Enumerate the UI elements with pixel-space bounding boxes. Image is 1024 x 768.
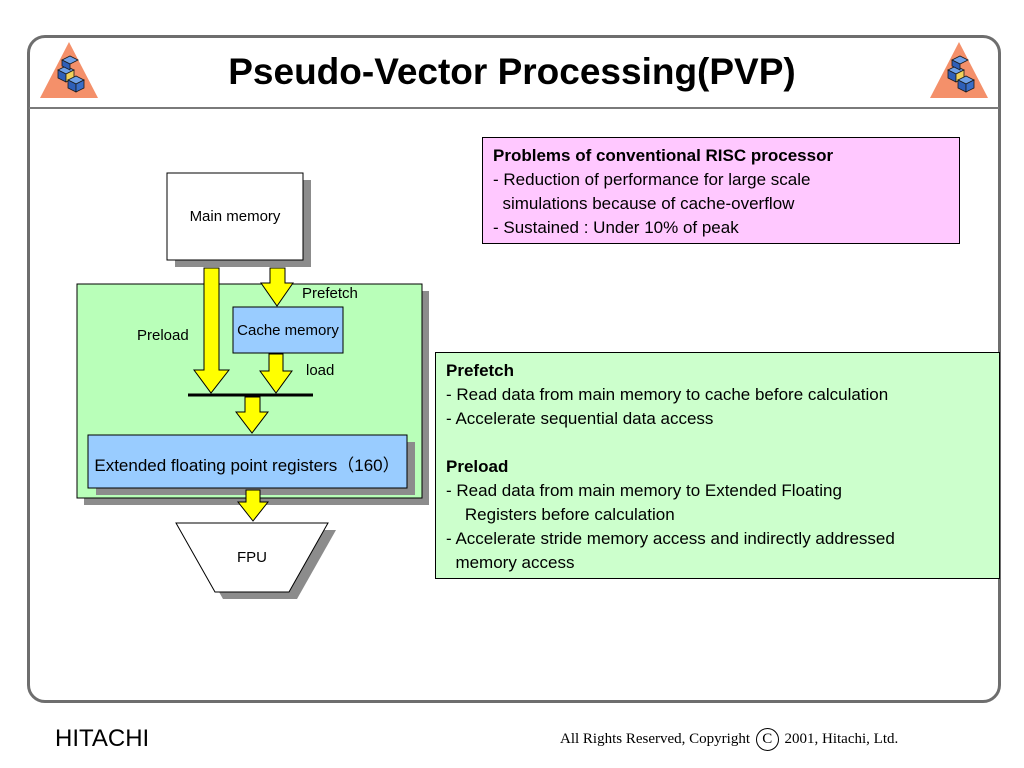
cache-memory-label: Cache memory: [237, 321, 339, 339]
prefetch-label: Prefetch: [302, 285, 358, 302]
prefetch-line: - Accelerate sequential data access: [446, 409, 714, 428]
preload-arrow-icon: [193, 267, 231, 394]
problems-heading: Problems of conventional RISC processor: [493, 146, 834, 165]
problems-line: simulations because of cache-overflow: [493, 194, 795, 213]
prefetch-line: - Read data from main memory to cache be…: [446, 385, 889, 404]
preload-line: - Accelerate stride memory access and in…: [446, 529, 895, 548]
main-memory-label: Main memory: [189, 208, 281, 225]
main-memory-box: [166, 172, 304, 261]
load-arrow-icon: [259, 353, 293, 394]
problems-box: Problems of conventional RISC processor …: [482, 137, 960, 244]
details-box: Prefetch - Read data from main memory to…: [435, 352, 1000, 579]
hitachi-cube-logo-icon: [40, 42, 98, 98]
copyright-suffix: 2001, Hitachi, Ltd.: [780, 730, 899, 747]
fpu-label: FPU: [237, 548, 267, 566]
section-gap: [446, 431, 989, 455]
load-label: load: [306, 362, 335, 379]
preload-line: - Read data from main memory to Extended…: [446, 481, 842, 500]
footer-copyright: All Rights Reserved, Copyright C 2001, H…: [560, 728, 898, 751]
copyright-prefix: All Rights Reserved, Copyright: [560, 730, 754, 747]
prefetch-heading: Prefetch: [446, 361, 515, 380]
registers-box: [87, 434, 408, 489]
registers-label: Extended floating point registers（160）: [94, 455, 400, 475]
slide-title: Pseudo-Vector Processing(PVP): [228, 51, 796, 92]
preload-line: Registers before calculation: [446, 505, 675, 524]
cache-memory-box: [232, 306, 344, 354]
problems-line: - Reduction of performance for large sca…: [493, 170, 811, 189]
fpu-box: [175, 522, 329, 593]
to-fpu-arrow-icon: [236, 489, 270, 522]
problems-line: - Sustained : Under 10% of peak: [493, 218, 739, 237]
to-registers-arrow-icon: [234, 396, 270, 434]
hitachi-cube-logo-icon: [930, 42, 988, 98]
preload-heading: Preload: [446, 457, 509, 476]
preload-label: Preload: [137, 327, 189, 344]
title-divider: [29, 107, 999, 109]
preload-line: memory access: [446, 553, 575, 572]
prefetch-arrow-icon: [260, 267, 294, 307]
footer-brand: HITACHI: [55, 725, 150, 752]
copyright-symbol-icon: C: [755, 728, 779, 751]
